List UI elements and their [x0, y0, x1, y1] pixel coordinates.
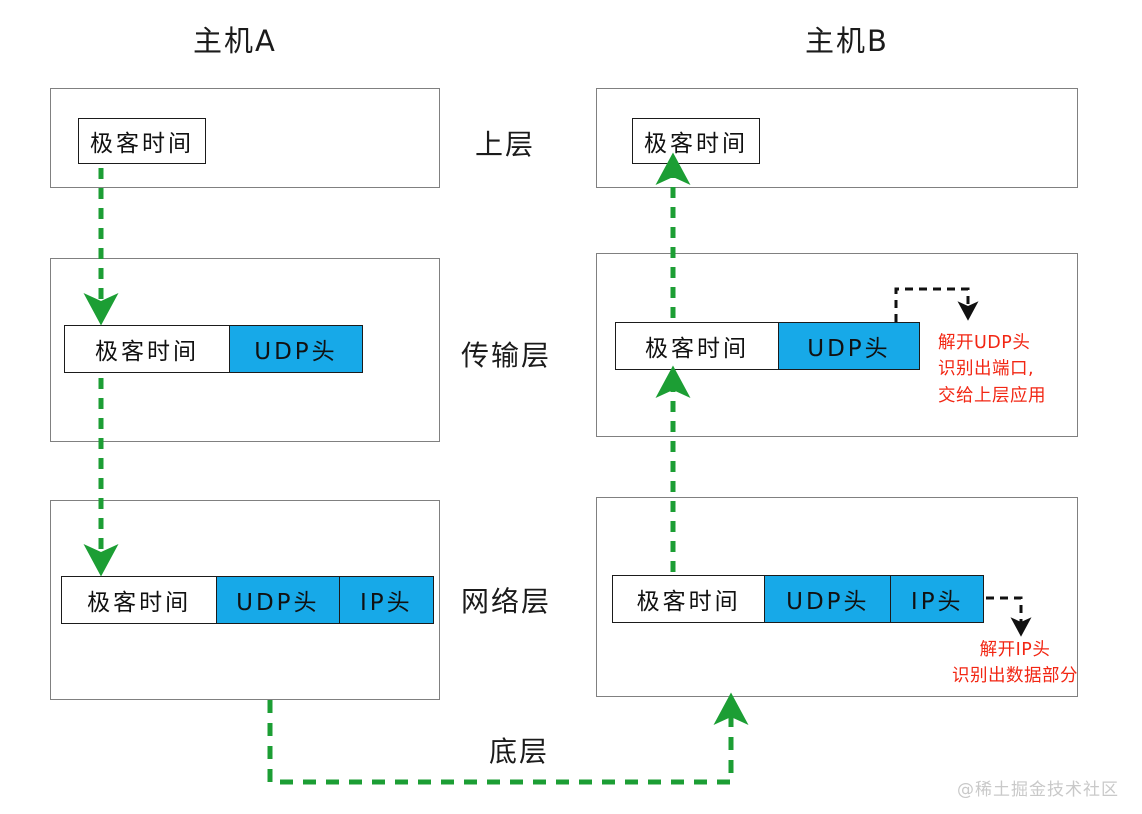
layer-label-transport: 传输层	[461, 339, 552, 372]
host-b-upper-payload-box: 极客时间	[632, 118, 760, 164]
packet-segment-udp-header: UDP头	[228, 326, 362, 372]
host-b-upper-layer-box	[596, 88, 1078, 188]
packet-segment-payload: 极客时间	[62, 577, 217, 623]
packet-segment-payload: 极客时间	[616, 323, 778, 369]
layer-label-upper: 上层	[475, 128, 536, 161]
host-b-transport-layer-box	[596, 253, 1078, 437]
packet-segment-udp-header: UDP头	[216, 577, 339, 623]
annotation-udp-line-2: 识别出端口,	[938, 359, 1035, 380]
annotation-ip-decapsulation: 解开IP头 识别出数据部分	[952, 637, 1078, 690]
column-title-host-a: 主机A	[193, 24, 277, 58]
packet-segment-ip-header: IP头	[338, 577, 434, 623]
host-b-transport-packet: 极客时间 UDP头	[615, 322, 920, 370]
annotation-ip-line-1: 解开IP头	[979, 640, 1051, 660]
layer-label-network: 网络层	[461, 585, 552, 618]
host-a-network-layer-box	[50, 500, 440, 700]
host-a-network-packet: 极客时间 UDP头 IP头	[61, 576, 434, 624]
host-a-transport-layer-box	[50, 258, 440, 442]
layer-label-link: 底层	[489, 735, 550, 768]
host-b-network-packet: 极客时间 UDP头 IP头	[612, 575, 984, 623]
packet-segment-ip-header: IP头	[890, 576, 983, 622]
packet-segment-udp-header: UDP头	[777, 323, 919, 369]
annotation-udp-decapsulation: 解开UDP头 识别出端口, 交给上层应用	[938, 330, 1046, 409]
annotation-udp-line-1: 解开UDP头	[938, 333, 1031, 353]
column-title-host-b: 主机B	[805, 24, 889, 58]
packet-segment-payload: 极客时间	[65, 326, 229, 372]
packet-segment-payload: 极客时间	[613, 576, 765, 622]
watermark: @稀土掘金技术社区	[957, 780, 1119, 800]
host-a-transport-packet: 极客时间 UDP头	[64, 325, 363, 373]
packet-segment-udp-header: UDP头	[764, 576, 891, 622]
annotation-ip-line-2: 识别出数据部分	[952, 666, 1078, 687]
host-b-network-layer-box	[596, 497, 1078, 697]
host-a-upper-payload-box: 极客时间	[78, 118, 206, 164]
annotation-udp-line-3: 交给上层应用	[938, 385, 1046, 406]
host-a-upper-layer-box	[50, 88, 440, 188]
